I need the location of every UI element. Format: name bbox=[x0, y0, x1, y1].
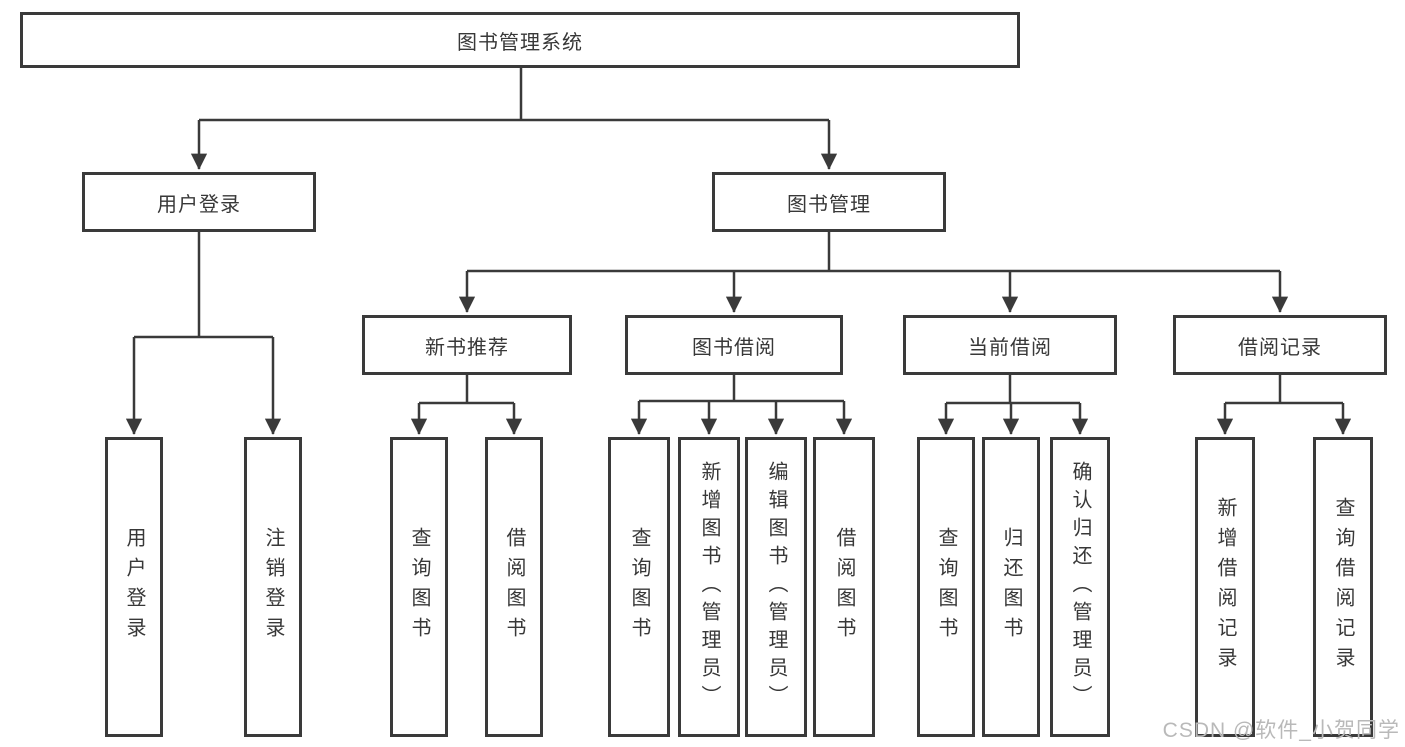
node-query-books-borrow: 查询图书 bbox=[608, 437, 670, 737]
node-query-books-recommend: 查询图书 bbox=[390, 437, 448, 737]
node-query-books-current: 查询图书 bbox=[917, 437, 975, 737]
node-library-management-system: 图书管理系统 bbox=[20, 12, 1020, 68]
node-return-book: 归还图书 bbox=[982, 437, 1040, 737]
node-edit-book-admin: 编辑图书（管理员） bbox=[745, 437, 807, 737]
node-new-book-recommend: 新书推荐 bbox=[362, 315, 572, 375]
node-label: 借阅记录 bbox=[1238, 336, 1322, 359]
node-current-borrow: 当前借阅 bbox=[903, 315, 1117, 375]
node-book-management: 图书管理 bbox=[712, 172, 946, 232]
csdn-watermark: CSDN @软件_小贺同学 bbox=[1162, 719, 1400, 742]
node-label: 用户登录 bbox=[157, 193, 241, 216]
current-borrow-branch bbox=[937, 375, 1089, 435]
new-book-branch bbox=[410, 375, 523, 435]
node-label: 图书借阅 bbox=[692, 336, 776, 359]
node-label: 新增图书（管理员） bbox=[698, 461, 720, 713]
node-query-borrow-record: 查询借阅记录 bbox=[1313, 437, 1373, 737]
node-label: 编辑图书（管理员） bbox=[765, 461, 787, 713]
node-label: 归还图书 bbox=[1000, 527, 1022, 647]
node-login: 用户登录 bbox=[105, 437, 163, 737]
node-confirm-return-admin: 确认归还（管理员） bbox=[1050, 437, 1110, 737]
node-label: 借阅图书 bbox=[833, 527, 855, 647]
borrow-record-branch bbox=[1216, 375, 1352, 435]
user-login-branch bbox=[125, 232, 282, 435]
node-label: 查询图书 bbox=[408, 527, 430, 647]
node-label: 图书管理 bbox=[787, 193, 871, 216]
node-label: 确认归还（管理员） bbox=[1069, 461, 1091, 713]
root-branch bbox=[190, 68, 838, 170]
node-logout: 注销登录 bbox=[244, 437, 302, 737]
node-label: 注销登录 bbox=[262, 527, 284, 647]
node-add-book-admin: 新增图书（管理员） bbox=[678, 437, 740, 737]
node-borrow-records: 借阅记录 bbox=[1173, 315, 1387, 375]
node-label: 查询图书 bbox=[935, 527, 957, 647]
node-user-login: 用户登录 bbox=[82, 172, 316, 232]
node-borrow-books-recommend: 借阅图书 bbox=[485, 437, 543, 737]
node-book-borrow: 图书借阅 bbox=[625, 315, 843, 375]
node-label: 当前借阅 bbox=[968, 336, 1052, 359]
node-label: 新书推荐 bbox=[425, 336, 509, 359]
node-borrow-books: 借阅图书 bbox=[813, 437, 875, 737]
node-add-borrow-record: 新增借阅记录 bbox=[1195, 437, 1255, 737]
book-management-branch bbox=[458, 232, 1289, 313]
node-label: 用户登录 bbox=[123, 527, 145, 647]
node-label: 图书管理系统 bbox=[457, 31, 583, 54]
node-label: 新增借阅记录 bbox=[1214, 497, 1236, 677]
book-borrow-branch bbox=[630, 375, 853, 435]
node-label: 查询借阅记录 bbox=[1332, 497, 1354, 677]
node-label: 查询图书 bbox=[628, 527, 650, 647]
node-label: 借阅图书 bbox=[503, 527, 525, 647]
